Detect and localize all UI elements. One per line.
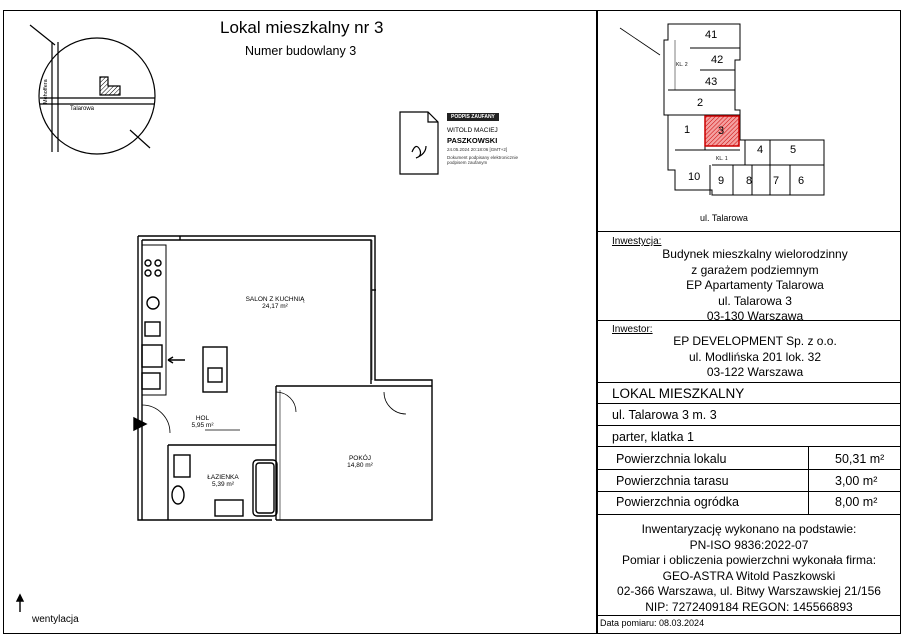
room-hol-name: HOL xyxy=(195,415,210,422)
unit-3: 3 xyxy=(718,125,725,137)
map-street-1: Talarowa xyxy=(70,106,95,112)
divider xyxy=(597,425,901,426)
inwestycja-block: Budynek mieszkalny wielorodzinny z garaż… xyxy=(610,247,900,325)
inwestycja-line: z garażem podziemnym xyxy=(691,262,819,277)
area-label: Powierzchnia ogródka xyxy=(616,495,739,509)
unit-2: 2 xyxy=(697,97,704,109)
room-hol: HOL 5,95 m² xyxy=(180,415,225,429)
location-map xyxy=(29,24,156,155)
inwestor-line: 03-122 Warszawa xyxy=(706,365,804,379)
divider xyxy=(597,231,901,232)
trusted-signature: PODPIS ZAUFANY WITOLD MACIEJ PASZKOWSKI … xyxy=(395,111,535,181)
divider xyxy=(597,615,901,616)
inwestycja-header: Inwestycja: xyxy=(612,236,662,247)
floor-plan xyxy=(15,235,433,612)
room-pokoj: POKÓJ 14,80 m² xyxy=(335,455,385,469)
kl1-label: KL. 1 xyxy=(716,156,728,162)
panel-divider xyxy=(596,10,598,634)
footer-line: GEO-ASTRA Witold Paszkowski xyxy=(662,568,836,583)
inwestycja-line: ul. Talarowa 3 xyxy=(718,293,792,308)
page-subtitle: Numer budowlany 3 xyxy=(245,44,357,58)
footer-line: NIP: 7272409184 REGON: 145566893 xyxy=(645,599,853,614)
room-pokoj-area: 14,80 m² xyxy=(347,462,373,469)
footer-line: Inwentaryzację wykonano na podstawie: xyxy=(641,522,857,536)
lokal-address: ul. Talarowa 3 m. 3 xyxy=(612,408,717,422)
unit-5: 5 xyxy=(790,144,797,156)
map-street-2: Mehoffera xyxy=(43,78,49,104)
footer-line: 02-366 Warszawa, ul. Bitwy Warszawskiej … xyxy=(617,584,881,598)
room-hol-area: 5,95 m² xyxy=(191,422,214,429)
area-value: 50,31 m² xyxy=(835,452,885,466)
area-label: Powierzchnia lokalu xyxy=(616,452,727,466)
key-plan-street: ul. Talarowa xyxy=(700,213,748,223)
page-title: Lokal mieszkalny nr 3 xyxy=(220,18,384,37)
room-salon-name: SALON Z KUCHNIĄ xyxy=(245,296,305,303)
footer-line: PN-ISO 9836:2022-07 xyxy=(689,537,809,552)
room-lazienka-area: 5,39 m² xyxy=(211,481,235,488)
signature-note: Dokument podpisany elektronicznie podpis… xyxy=(447,155,519,165)
ventilation-legend: wentylacja xyxy=(32,614,79,625)
room-pokoj-name: POKÓJ xyxy=(348,455,372,462)
room-salon-area: 24,17 m² xyxy=(262,303,288,310)
signer-last-name: PASZKOWSKI xyxy=(447,136,498,145)
room-lazienka: ŁAZIENKA 5,39 m² xyxy=(198,474,248,488)
measure-date: Data pomiaru: 08.03.2024 xyxy=(600,618,705,628)
area-label: Powierzchnia tarasu xyxy=(616,474,729,488)
unit-43: 43 xyxy=(705,76,718,88)
unit-4: 4 xyxy=(757,144,764,156)
inwestycja-line: EP Apartamenty Talarowa xyxy=(686,278,824,292)
area-value: 8,00 m² xyxy=(835,495,878,509)
inwestor-line: EP DEVELOPMENT Sp. z o.o. xyxy=(673,334,837,348)
footer-line: Pomiar i obliczenia powierzchni wykonała… xyxy=(621,553,877,567)
unit-8: 8 xyxy=(746,175,753,187)
divider xyxy=(597,320,901,321)
inwestycja-line: Budynek mieszkalny wielorodzinny xyxy=(662,247,848,261)
unit-6: 6 xyxy=(798,175,805,187)
divider xyxy=(597,514,901,515)
key-plan xyxy=(619,23,825,196)
signer-first-name: WITOLD MACIEJ xyxy=(447,127,498,134)
divider xyxy=(597,446,901,447)
lokal-floor: parter, klatka 1 xyxy=(612,430,694,444)
unit-10: 10 xyxy=(688,171,701,183)
inwestor-header: Inwestor: xyxy=(612,324,653,335)
inwestor-line: ul. Modlińska 201 lok. 32 xyxy=(688,349,822,364)
divider xyxy=(597,469,901,470)
table-col-divider xyxy=(808,446,809,514)
area-value: 3,00 m² xyxy=(835,474,878,488)
divider xyxy=(597,382,901,383)
room-lazienka-name: ŁAZIENKA xyxy=(207,474,239,481)
document-icon xyxy=(399,111,439,175)
lokal-type: LOKAL MIESZKALNY xyxy=(612,386,745,401)
room-salon: SALON Z KUCHNIĄ 24,17 m² xyxy=(225,296,325,310)
unit-7: 7 xyxy=(773,175,780,187)
divider xyxy=(597,491,901,492)
signature-date: 24.05.2024 20:18:06 [GMT+2] xyxy=(447,147,508,152)
unit-41: 41 xyxy=(705,29,718,41)
unit-42: 42 xyxy=(711,54,724,66)
kl2-label: KL. 2 xyxy=(676,62,688,68)
unit-9: 9 xyxy=(718,175,725,187)
unit-1: 1 xyxy=(684,124,691,136)
signature-badge: PODPIS ZAUFANY xyxy=(447,113,499,121)
sheet-frame xyxy=(3,10,901,634)
footer-block: Inwentaryzację wykonano na podstawie: PN… xyxy=(600,522,898,615)
divider xyxy=(597,403,901,404)
inwestycja-line: 03-130 Warszawa xyxy=(706,309,804,323)
inwestor-block: EP DEVELOPMENT Sp. z o.o. ul. Modlińska … xyxy=(610,334,900,381)
